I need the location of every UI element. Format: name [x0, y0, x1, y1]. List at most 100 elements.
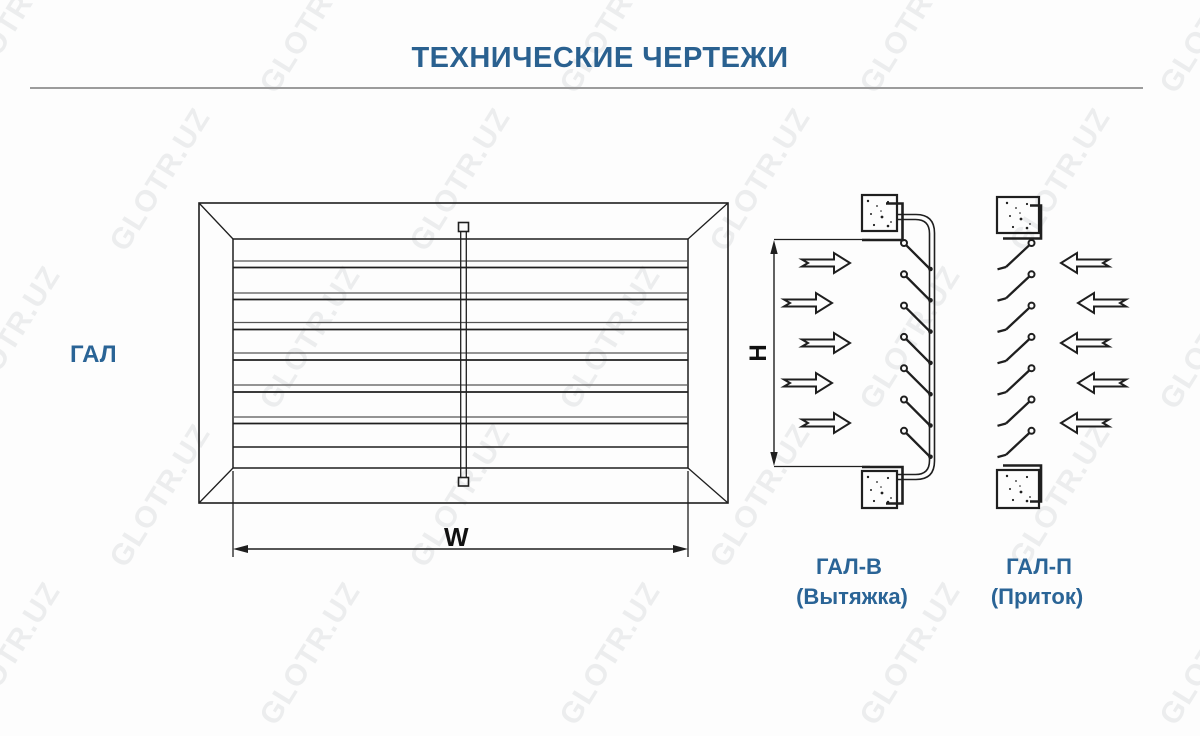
airflow-arrow-right [798, 251, 852, 275]
louver-blade [1005, 400, 1031, 425]
louver-pivot [1027, 239, 1036, 247]
wall-block-top [860, 193, 904, 242]
speckle-dot [1025, 226, 1029, 230]
speckle-dot [890, 221, 892, 223]
louver-pivot [1027, 332, 1036, 341]
louver-blade [1005, 306, 1031, 331]
louver-blade [1005, 369, 1031, 394]
louver-pivot [900, 270, 908, 279]
speckle-dot [880, 210, 882, 212]
frame-profile-channel [897, 213, 936, 481]
airflow-arrows-in [780, 251, 852, 435]
airflow-arrow-right [780, 371, 834, 395]
louver-foot [997, 422, 1007, 427]
speckle-dot [866, 199, 870, 203]
speckle-dot [866, 475, 870, 479]
mount-bracket [1003, 464, 1043, 503]
center-adjust-bar [457, 221, 470, 487]
bar-bottom-cap [457, 476, 470, 487]
speckle-dot [1019, 485, 1021, 487]
airflow-arrow-left [1076, 291, 1130, 315]
grille-outer-frame [198, 202, 729, 504]
louver-blade [905, 244, 931, 270]
wall-speckles [866, 199, 892, 228]
louver-blade [1005, 432, 1031, 456]
speckle-dot [1011, 498, 1015, 502]
front-view-label: ГАЛ [70, 341, 117, 368]
speckle-dot [1025, 475, 1029, 479]
louver-pivot [900, 239, 908, 247]
airflow-arrow-right [798, 331, 852, 355]
louver-pivot [1027, 270, 1036, 279]
title-divider [30, 87, 1143, 89]
wall-block-top [995, 195, 1043, 240]
louver-foot [997, 359, 1007, 365]
speckle-dot [1019, 490, 1023, 494]
dim-arrow-up [770, 240, 778, 254]
speckle-dot [872, 499, 876, 503]
louver-blade [905, 306, 931, 332]
louver-blade [1005, 275, 1031, 300]
speckle-dot [1019, 212, 1021, 214]
bar-top-cap [457, 221, 470, 233]
height-dimension [770, 238, 870, 468]
wall-block-bottom [995, 464, 1043, 510]
wall-speckles [1005, 474, 1031, 503]
louver-blade [905, 400, 931, 426]
speckle-dot [880, 215, 884, 219]
wall-block-bottom [860, 465, 904, 510]
louver-blade [905, 275, 931, 301]
speckle-dot [880, 486, 882, 488]
louver-foot [997, 265, 1007, 271]
speckle-dot [1011, 225, 1015, 229]
mount-bracket [862, 202, 904, 242]
airflow-arrow-left [1059, 411, 1113, 435]
supply-model-label: ГАЛ-П [1006, 554, 1072, 579]
louver-foot [997, 328, 1007, 334]
supply-type-label: (Приток) [990, 584, 1084, 609]
airflow-arrow-right [798, 411, 852, 435]
speckle-dot [1015, 207, 1017, 209]
speckle-dot [1025, 499, 1029, 503]
frame-bevel-corners [198, 202, 729, 504]
speckle-dot [1019, 217, 1023, 221]
louver-pivot [1027, 426, 1036, 435]
louver-blade [1005, 338, 1031, 362]
louver-blade [905, 432, 931, 458]
dim-arrow-left [233, 545, 248, 553]
speckle-dot [1029, 496, 1031, 498]
louver-blades-section [900, 239, 933, 460]
airflow-arrow-left [1059, 331, 1113, 355]
speckle-dot [886, 476, 890, 480]
width-dimension [232, 471, 689, 557]
speckle-dot [890, 497, 892, 499]
speckle-dot [1009, 215, 1011, 217]
exhaust-model-label: ГАЛ-В [816, 554, 882, 579]
speckle-dot [1025, 202, 1029, 206]
supply-side-view [995, 195, 1130, 510]
speckle-dot [1015, 480, 1017, 482]
speckle-dot [872, 223, 876, 227]
dim-arrow-right [673, 545, 688, 553]
airflow-arrow-right [780, 291, 834, 315]
louver-pivot [900, 426, 908, 435]
speckle-dot [1029, 223, 1031, 225]
louver-pivot [1027, 301, 1036, 310]
louver-foot [997, 453, 1007, 459]
louver-pivot [1027, 395, 1036, 404]
page-title: ТЕХНИЧЕСКИЕ ЧЕРТЕЖИ [411, 42, 789, 74]
speckle-dot [1009, 488, 1011, 490]
speckle-dot [880, 491, 884, 495]
height-dimension-label: H [745, 344, 772, 362]
wall-speckles [866, 475, 892, 504]
louver-pivot [900, 364, 908, 373]
front-view-drawing [198, 202, 729, 557]
louver-blades-section [997, 239, 1036, 459]
airflow-arrow-left [1059, 251, 1113, 275]
louver-pivot [900, 301, 908, 310]
exhaust-type-label: (Вытяжка) [796, 584, 908, 609]
exhaust-side-view [770, 193, 936, 510]
louver-pivot [900, 332, 908, 341]
airflow-arrow-left [1076, 371, 1130, 395]
